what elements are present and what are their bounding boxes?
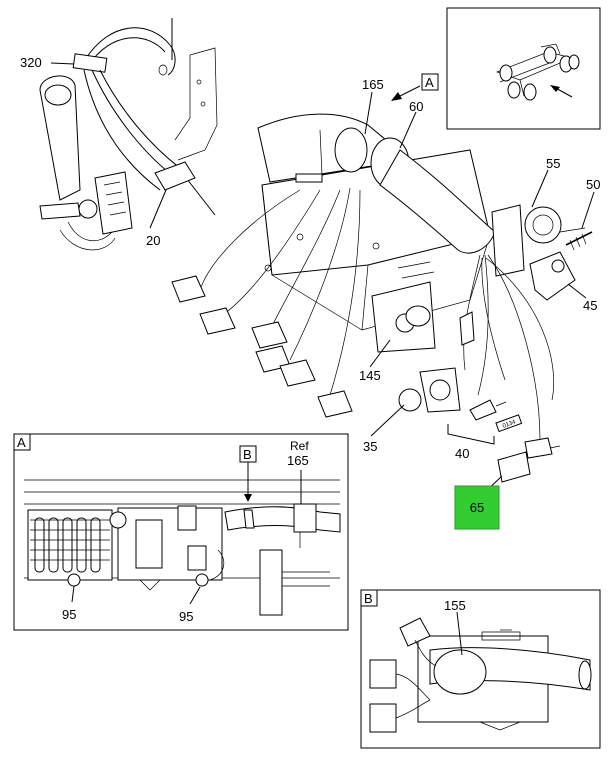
- small-tag: 0134: [495, 414, 523, 433]
- callout-65-highlight[interactable]: 65: [454, 485, 500, 530]
- callout-155: 155: [444, 598, 466, 613]
- callout-165: 165: [362, 77, 384, 92]
- detail-a-ref-165: 165: [287, 453, 309, 468]
- svg-text:0134: 0134: [502, 419, 517, 429]
- truck-locator-inset: [446, 7, 601, 130]
- detail-a-label: A: [17, 435, 26, 450]
- callout-95-right: 95: [179, 609, 193, 624]
- detail-a-b-flag: B: [243, 447, 252, 462]
- callout-55: 55: [546, 156, 560, 171]
- callout-145: 145: [359, 368, 381, 383]
- detail-a-ref: Ref: [290, 439, 309, 453]
- callout-40: 40: [455, 446, 469, 461]
- detail-b-label: B: [364, 591, 373, 606]
- callout-45: 45: [583, 298, 597, 313]
- callout-35: 35: [363, 439, 377, 454]
- callout-a-view: A: [425, 75, 434, 90]
- main-assembly: 0134: [39, 18, 595, 493]
- detail-a-panel: A: [13, 433, 349, 631]
- callout-320: 320: [20, 55, 42, 70]
- callout-95-left: 95: [62, 607, 76, 622]
- callout-60: 60: [409, 99, 423, 114]
- detail-b-panel: B: [360, 589, 601, 749]
- callout-50: 50: [586, 177, 600, 192]
- callout-65: 65: [470, 500, 484, 515]
- callout-20: 20: [146, 233, 160, 248]
